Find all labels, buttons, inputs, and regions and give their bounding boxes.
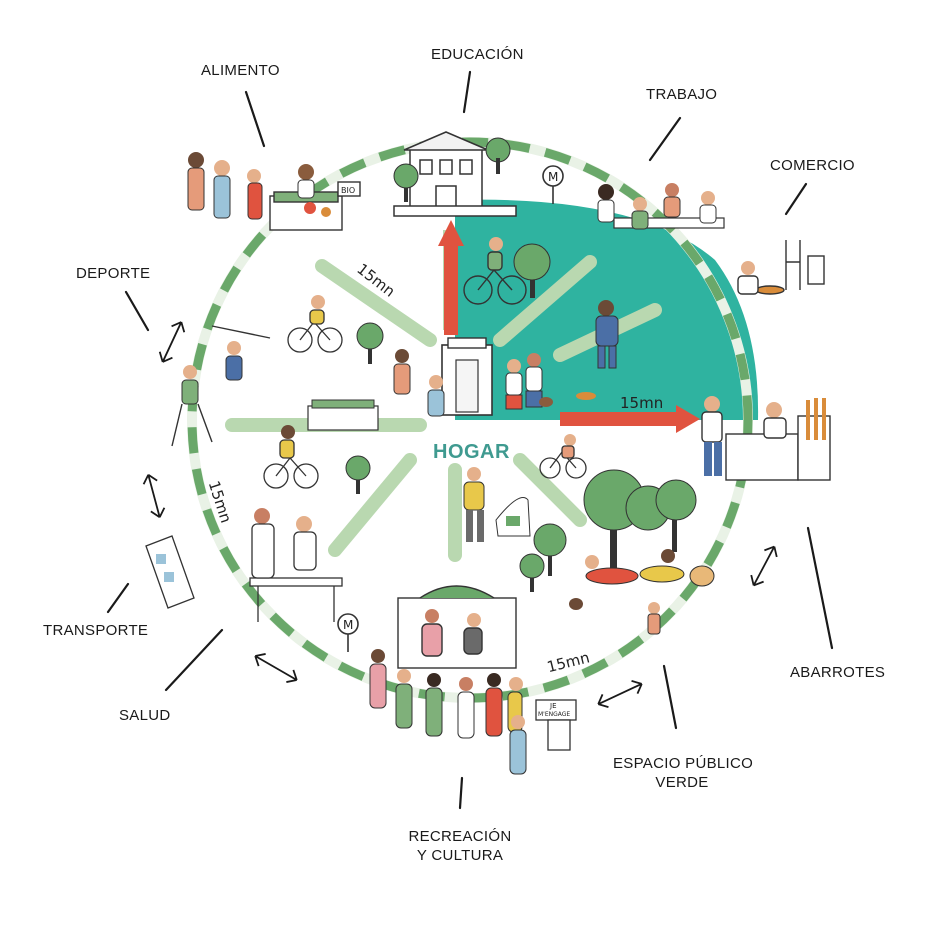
- metro-sign-north: [542, 165, 564, 204]
- audience-crowd: [369, 649, 527, 775]
- pedestrians-home: [393, 349, 445, 417]
- metro-sign-north-letter: M: [548, 170, 558, 184]
- street-cleaner: [463, 467, 531, 542]
- cyclist-west: [263, 295, 343, 489]
- label-espacio-line1: ESPACIO PÚBLICO: [613, 755, 754, 772]
- doctor-patient: [249, 508, 343, 622]
- label-abarrotes: ABARROTES: [790, 664, 886, 681]
- label-alimento: ALIMENTO: [201, 62, 280, 79]
- office-workers: [597, 183, 725, 230]
- sport-people: [171, 325, 271, 447]
- arrow-north: [438, 220, 464, 335]
- label-comercio: COMERCIO: [770, 157, 855, 174]
- picnic-people: [569, 549, 715, 635]
- vote-sign-line2: M'ENGAGE: [538, 711, 570, 718]
- radial-paths: [225, 255, 662, 562]
- leader-lines: [106, 70, 834, 810]
- bio-sign: BIO: [341, 186, 355, 195]
- furniture-shop: [737, 240, 825, 295]
- market-people: [187, 152, 315, 220]
- metro-sign-south: [337, 613, 359, 652]
- label-espacio-line2: VERDE: [655, 774, 709, 791]
- park-trees: [519, 469, 697, 592]
- trees-west: [307, 322, 384, 494]
- label-deporte: DEPORTE: [76, 265, 151, 282]
- police-officer: [595, 300, 619, 369]
- arrow-east: [560, 405, 700, 433]
- bakery-stall: [701, 396, 831, 481]
- trees-north: [393, 137, 551, 298]
- family-walking: [505, 353, 596, 410]
- ring-arrows: [142, 321, 778, 708]
- transport-ticket: [145, 535, 195, 609]
- label-trabajo: TRABAJO: [646, 86, 718, 103]
- label-recreacion-line1: RECREACIÓN: [408, 828, 512, 845]
- cyclist-north: [463, 237, 527, 305]
- vote-booth: [535, 699, 577, 751]
- center-label-hogar: HOGAR: [433, 441, 510, 463]
- metro-sign-south-letter: M: [343, 618, 353, 632]
- vote-sign-line1: JE: [549, 702, 557, 710]
- home-building: [441, 337, 493, 416]
- label-educacion: EDUCACIÓN: [431, 46, 524, 63]
- label-transporte: TRANSPORTE: [43, 622, 149, 639]
- theatre-stage: [397, 585, 517, 669]
- time-label-east: 15mn: [620, 394, 663, 412]
- school-building: [393, 131, 517, 217]
- cyclist-east: [539, 434, 587, 479]
- label-salud: SALUD: [119, 707, 171, 724]
- label-recreacion-line2: Y CULTURA: [416, 847, 504, 864]
